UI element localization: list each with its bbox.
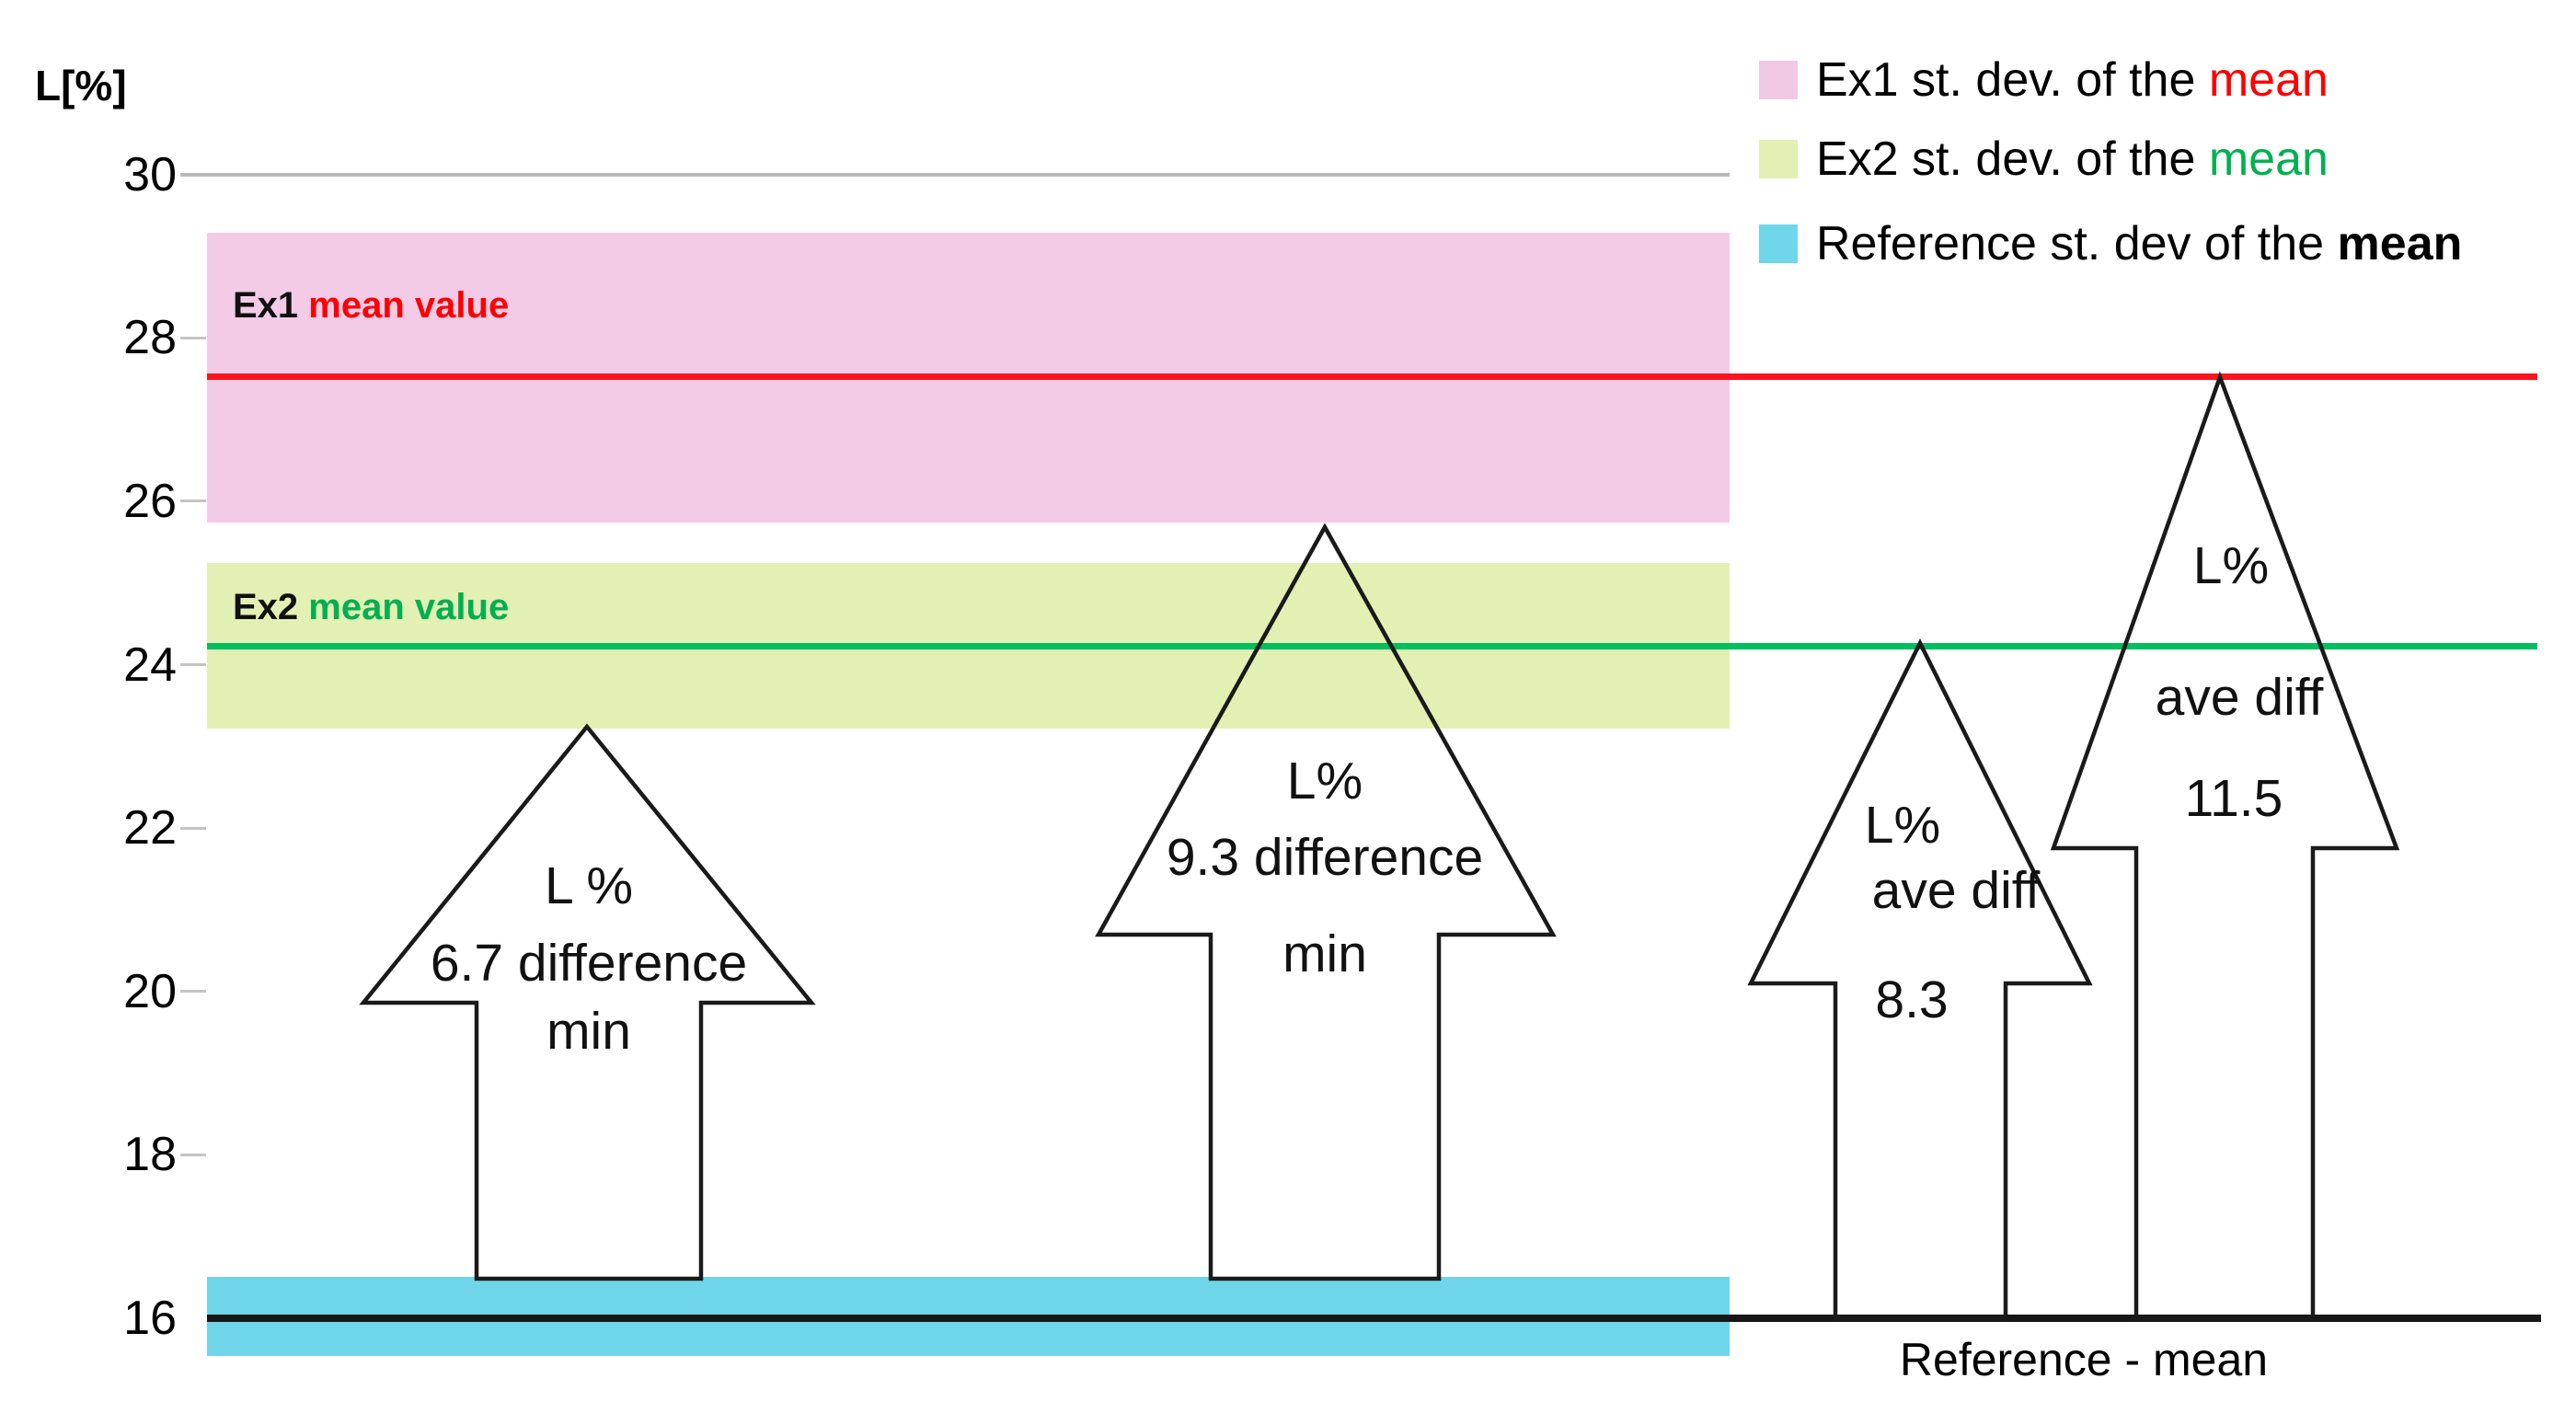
arrow-6-7-difference-min [359, 723, 816, 1281]
legend-item-reference: Reference st. dev of the mean [1759, 216, 2462, 271]
arrow4-text-line2: ave diff [2155, 668, 2324, 727]
gridline-30 [180, 173, 1730, 177]
ex2-legend-highlight: mean [2208, 132, 2329, 186]
y-axis-title: L[%] [35, 62, 127, 109]
ex2-mean-line [207, 643, 2537, 649]
arrow-ave-diff-11-5 [2050, 371, 2400, 1321]
ex2-legend-label: Ex2 st. dev. of the mean [1816, 132, 2329, 187]
arrow1-text-line1: L % [544, 856, 634, 915]
y-tick-26: 26 [123, 475, 177, 528]
arrow3-text-line3: 8.3 [1875, 971, 1949, 1029]
arrow1-text-line2: 6.7 difference [430, 934, 748, 993]
ex1-label-highlight: mean value [308, 285, 510, 326]
y-tick-22: 22 [123, 801, 177, 855]
ex2-label-highlight: mean value [308, 587, 510, 627]
ex1-mean-value-label: Ex1 mean value [233, 285, 509, 327]
arrow-ave-diff-8-3 [1747, 638, 2093, 1321]
ex2-legend-prefix: Ex2 st. dev. of the [1816, 132, 2209, 186]
reference-legend-swatch [1759, 224, 1798, 263]
reference-legend-label: Reference st. dev of the mean [1816, 216, 2462, 271]
ex1-label-prefix: Ex1 [233, 285, 309, 326]
ex1-legend-label: Ex1 st. dev. of the mean [1816, 52, 2329, 108]
x-axis-label: Reference - mean [1899, 1334, 2269, 1385]
legend-item-ex1: Ex1 st. dev. of the mean [1759, 52, 2329, 108]
y-tick-30: 30 [123, 148, 177, 201]
y-tick-28: 28 [123, 311, 177, 364]
ex1-legend-swatch [1759, 61, 1798, 99]
legend-item-ex2: Ex2 st. dev. of the mean [1759, 132, 2329, 187]
tick-mark-28 [180, 337, 206, 339]
arrow3-text-line2: ave diff [1871, 861, 2041, 920]
y-tick-24: 24 [123, 638, 177, 692]
tick-mark-26 [180, 500, 206, 502]
reference-mean-line [207, 1315, 2541, 1322]
arrow2-text-line3: min [1282, 925, 1367, 983]
arrow4-text-line1: L% [2192, 536, 2270, 595]
ex1-legend-highlight: mean [2208, 53, 2329, 107]
arrow2-text-line1: L% [1286, 752, 1363, 810]
ex2-mean-value-label: Ex2 mean value [233, 587, 509, 628]
reference-legend-highlight: mean [2337, 217, 2463, 270]
arrow2-text-line2: 9.3 difference [1166, 828, 1484, 887]
ex2-legend-swatch [1759, 140, 1798, 178]
ex1-mean-line [207, 373, 2537, 380]
arrow4-text-line3: 11.5 [2184, 769, 2283, 828]
tick-mark-18 [180, 1154, 206, 1156]
y-tick-18: 18 [123, 1128, 177, 1181]
tick-mark-22 [180, 827, 206, 830]
tick-mark-20 [180, 990, 206, 993]
ex2-label-prefix: Ex2 [233, 587, 309, 627]
y-tick-16: 16 [123, 1292, 177, 1345]
tick-mark-24 [180, 663, 206, 666]
arrow1-text-line3: min [546, 1002, 631, 1061]
arrow-9-3-difference-min [1095, 523, 1557, 1281]
reference-legend-prefix: Reference st. dev of the [1816, 217, 2338, 270]
arrow3-text-line1: L% [1864, 796, 1941, 855]
ex1-legend-prefix: Ex1 st. dev. of the [1816, 53, 2209, 107]
y-tick-20: 20 [123, 965, 177, 1018]
